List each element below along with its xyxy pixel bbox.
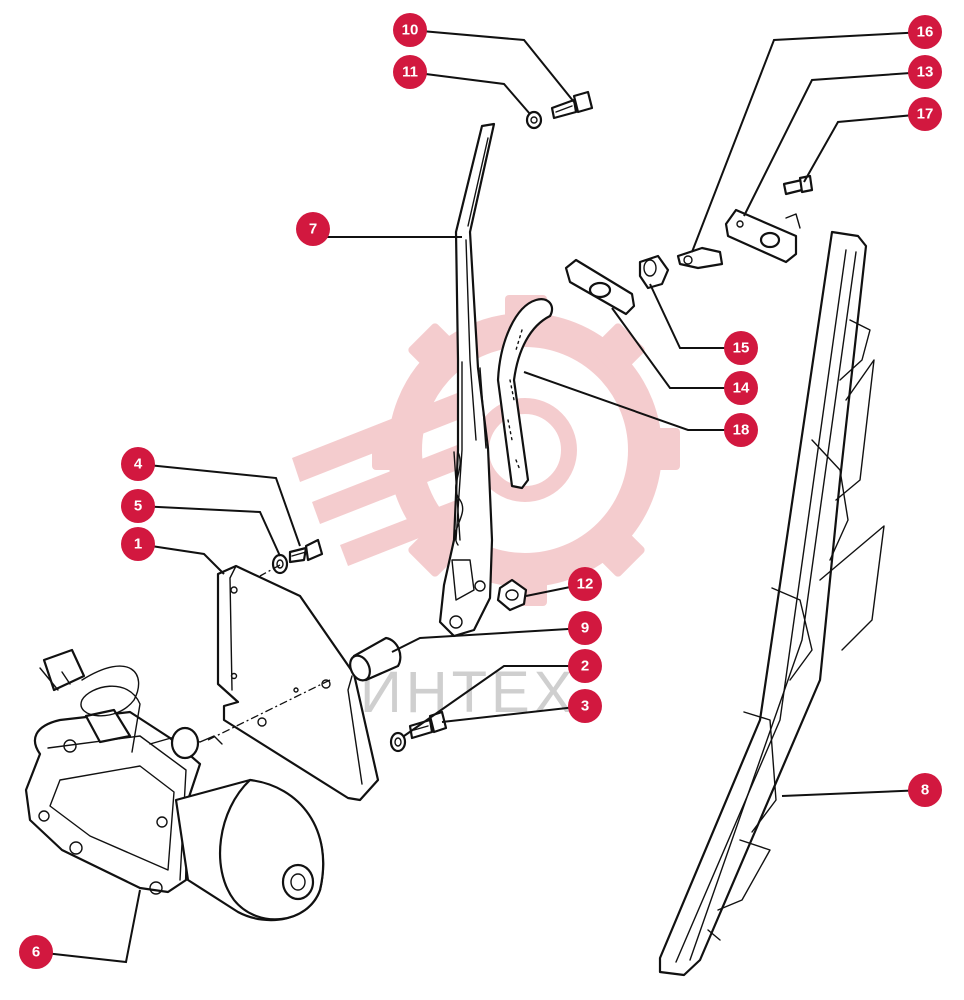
hex-nut xyxy=(496,578,528,612)
svg-text:15: 15 xyxy=(733,340,750,357)
gasket-plate xyxy=(564,258,636,316)
callout-badge: 7 xyxy=(296,212,330,246)
washer-hose xyxy=(496,298,554,490)
watermark-gear-logo xyxy=(292,295,680,606)
svg-text:11: 11 xyxy=(402,64,418,81)
wiper-motor xyxy=(24,648,325,922)
spacer-sleeve xyxy=(349,636,402,682)
svg-text:4: 4 xyxy=(134,456,143,473)
callout-badge: 17 xyxy=(908,97,942,131)
callout-badge: 15 xyxy=(724,331,758,365)
nozzle-mount xyxy=(724,208,801,264)
svg-text:13: 13 xyxy=(917,64,934,81)
leader-lines xyxy=(35,29,926,964)
svg-text:2: 2 xyxy=(581,658,589,675)
small-screw xyxy=(782,174,814,196)
svg-text:17: 17 xyxy=(917,106,934,123)
callout-badge: 14 xyxy=(724,371,758,405)
bracket-washer xyxy=(271,553,289,575)
motor-bracket xyxy=(216,564,380,802)
svg-text:16: 16 xyxy=(917,24,934,41)
svg-text:14: 14 xyxy=(733,380,750,397)
callout-badge: 9 xyxy=(568,611,602,645)
callout-badge: 4 xyxy=(121,447,155,481)
svg-text:3: 3 xyxy=(581,698,589,715)
svg-text:18: 18 xyxy=(733,422,750,439)
grommet-bushing xyxy=(638,254,670,290)
arm-washer xyxy=(525,110,543,130)
svg-text:7: 7 xyxy=(309,221,317,238)
callout-badge: 12 xyxy=(568,567,602,601)
callout-badge: 8 xyxy=(908,773,942,807)
nozzle-screw xyxy=(676,246,724,270)
svg-text:6: 6 xyxy=(32,944,40,961)
mounting-washer xyxy=(389,731,407,753)
assembly-axis-line xyxy=(207,564,331,741)
callout-badge: 10 xyxy=(393,13,427,47)
arm-bolt xyxy=(550,90,594,120)
svg-text:5: 5 xyxy=(134,498,142,515)
svg-text:10: 10 xyxy=(402,22,419,39)
callout-badge: 16 xyxy=(908,15,942,49)
svg-text:12: 12 xyxy=(577,576,594,593)
callout-badge: 2 xyxy=(568,649,602,683)
callout-badge: 11 xyxy=(393,55,427,89)
svg-text:9: 9 xyxy=(581,620,589,637)
bracket-bolt xyxy=(288,538,324,564)
watermark-text: ИНТЕХ xyxy=(360,660,576,725)
callout-badge: 18 xyxy=(724,413,758,447)
callout-badge: 3 xyxy=(568,689,602,723)
wiper-blade xyxy=(658,230,885,977)
callout-badge: 1 xyxy=(121,527,155,561)
svg-text:8: 8 xyxy=(921,782,929,799)
callout-badge: 13 xyxy=(908,55,942,89)
wiper-arm xyxy=(438,122,496,638)
svg-text:1: 1 xyxy=(134,536,142,553)
callout-badge: 5 xyxy=(121,489,155,523)
callout-badge: 6 xyxy=(19,935,53,969)
